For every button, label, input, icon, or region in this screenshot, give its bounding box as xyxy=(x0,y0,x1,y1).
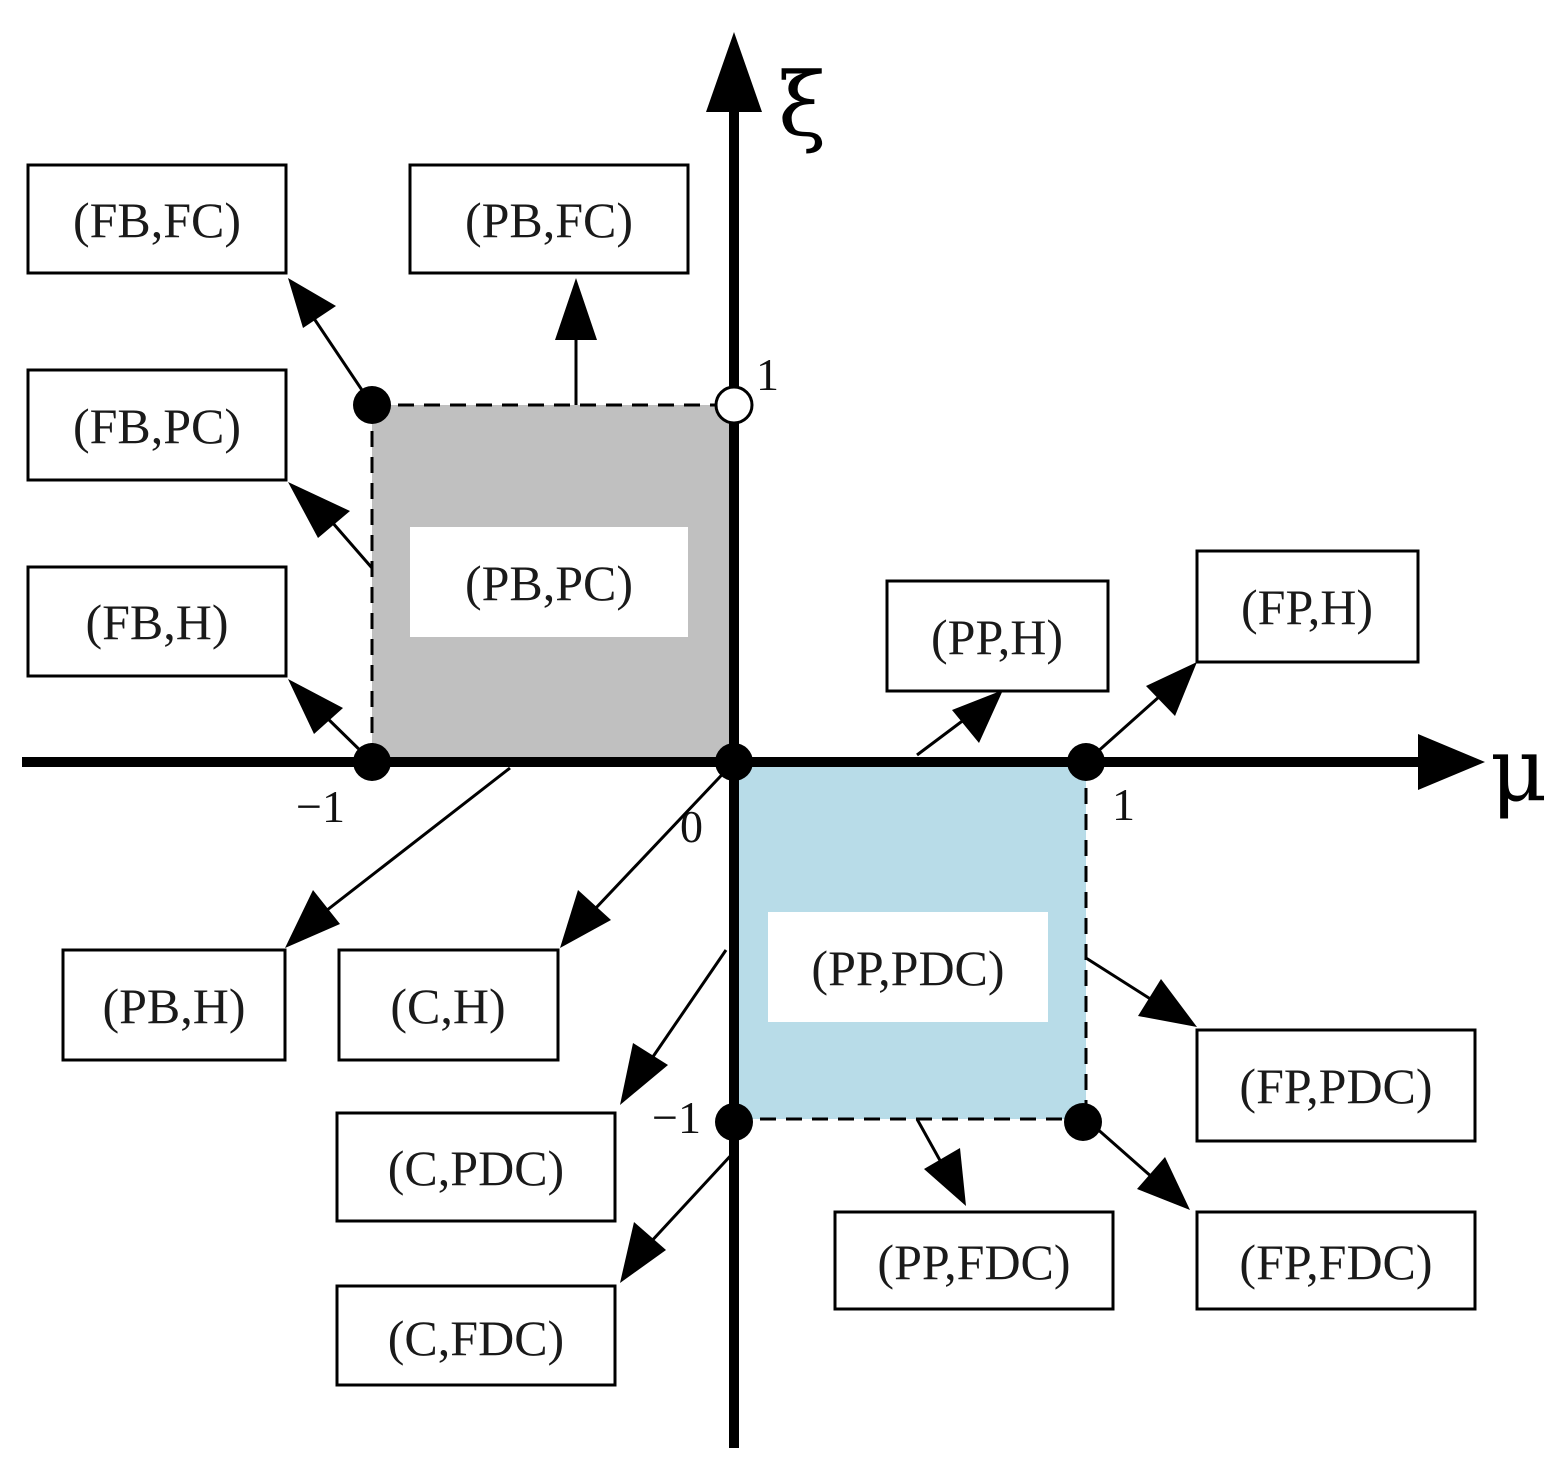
arrow-head-pb-fc xyxy=(555,278,597,340)
region-label-bg-upper-left xyxy=(410,527,688,637)
box-pb-h xyxy=(61,948,287,1062)
box-fp-h xyxy=(1195,549,1420,664)
box-c-h-label: (C,H) xyxy=(390,978,505,1034)
point-filled-neg1-1 xyxy=(353,386,391,424)
x-axis-arrowhead xyxy=(1418,734,1485,790)
arrow-shaft-c-h xyxy=(592,760,736,912)
dashed-border-lower-right xyxy=(734,762,1088,1121)
box-fp-fdc-label: (FP,FDC) xyxy=(1239,1234,1432,1290)
arrow-head-pb-h xyxy=(285,890,340,948)
arrow-head-c-fdc xyxy=(620,1222,666,1283)
point-filled-1-neg1 xyxy=(1064,1103,1102,1141)
box-fp-fdc xyxy=(1195,1210,1477,1311)
tick-y-pos1: 1 xyxy=(756,349,779,400)
region-label-pp-pdc: (PP,PDC) xyxy=(811,940,1004,996)
arrow-head-fp-h xyxy=(1146,662,1197,716)
box-fb-h xyxy=(26,565,288,678)
y-axis-arrowhead xyxy=(706,32,762,112)
x-axis-label: μ xyxy=(1490,718,1547,821)
region-label-bg-lower-right xyxy=(768,912,1048,1022)
arrow-head-pp-fdc xyxy=(924,1148,966,1206)
box-fp-pdc-label: (FP,PDC) xyxy=(1239,1058,1432,1114)
region-label-pb-pc: (PB,PC) xyxy=(465,555,633,611)
box-fp-h-label: (FP,H) xyxy=(1241,579,1373,635)
y-axis-label: ξ xyxy=(778,53,826,156)
box-pp-fdc-label: (PP,FDC) xyxy=(877,1234,1070,1290)
arrow-shaft-pb-h xyxy=(321,766,511,916)
arrow-head-c-h xyxy=(560,890,611,948)
dashed-border-upper-left xyxy=(370,403,734,762)
point-filled-origin xyxy=(715,743,753,781)
box-fb-pc-label: (FB,PC) xyxy=(73,398,241,454)
box-c-h xyxy=(337,948,560,1062)
arrow-head-fb-fc xyxy=(288,278,336,328)
box-pb-h-label: (PB,H) xyxy=(102,978,245,1034)
arrow-shaft-fp-pdc xyxy=(1085,956,1153,1002)
point-filled-1-0 xyxy=(1067,743,1105,781)
arrow-head-fb-pc xyxy=(288,482,350,538)
point-filled-neg1-0 xyxy=(353,743,391,781)
point-filled-0-neg1 xyxy=(715,1103,753,1141)
tick-x-neg1: −1 xyxy=(296,781,345,832)
box-c-pdc xyxy=(335,1111,617,1223)
box-fp-pdc xyxy=(1195,1028,1477,1143)
arrow-head-c-pdc xyxy=(620,1043,668,1105)
tick-y-neg1: −1 xyxy=(652,1092,701,1143)
box-fb-h-label: (FB,H) xyxy=(85,594,228,650)
box-c-pdc-label: (C,PDC) xyxy=(388,1140,564,1196)
tick-x-pos1: 1 xyxy=(1112,779,1135,830)
box-pb-fc xyxy=(408,163,690,275)
arrow-head-pp-h xyxy=(952,690,1003,743)
arrow-shaft-pp-fdc xyxy=(915,1118,944,1165)
box-pb-fc-label: (PB,FC) xyxy=(465,192,633,248)
arrow-shaft-c-fdc xyxy=(646,1150,736,1247)
box-pp-h-label: (PP,H) xyxy=(931,609,1063,665)
box-pp-fdc xyxy=(833,1210,1115,1311)
arrow-shaft-c-pdc xyxy=(646,949,728,1065)
arrow-shaft-pp-h xyxy=(916,717,966,757)
arrow-head-fp-pdc xyxy=(1138,979,1197,1027)
arrow-head-fp-fdc xyxy=(1137,1157,1190,1210)
box-fb-fc-label: (FB,FC) xyxy=(73,192,241,248)
box-c-fdc-label: (C,FDC) xyxy=(388,1310,564,1366)
box-fb-fc xyxy=(26,163,288,275)
box-pp-h xyxy=(885,579,1110,693)
box-fb-pc xyxy=(26,368,288,482)
arrow-head-fb-h xyxy=(288,679,343,734)
box-c-fdc xyxy=(335,1284,617,1387)
point-open-0-1 xyxy=(714,385,754,425)
